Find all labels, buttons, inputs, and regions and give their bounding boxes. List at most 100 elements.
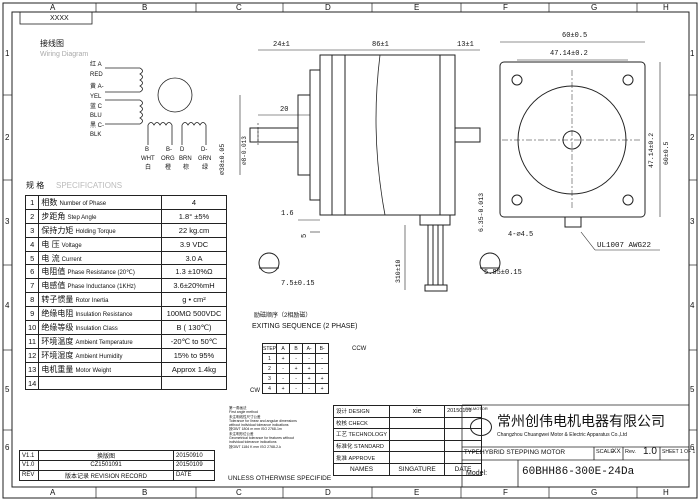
note-line: 按GB/T 1804 m mm ISO 2768-1m xyxy=(229,427,282,432)
note-line: Geometrical tolerance for features witho… xyxy=(229,436,294,441)
sequence-cell: - xyxy=(289,373,304,384)
sequence-ccw: CCW xyxy=(352,346,367,352)
spec-label: 电机重量 Motor Weight xyxy=(38,361,162,377)
sequence-cell: + xyxy=(289,363,304,374)
spec-num: 1 xyxy=(24,195,40,210)
sequence-cell: + xyxy=(276,353,291,364)
spec-label-cn: 步距角 xyxy=(41,211,66,221)
company-name-en: Changzhou Chuangwei Motor & Electric App… xyxy=(497,432,628,438)
dim-86: 86±1 xyxy=(372,41,389,49)
grid-row-2: 2 xyxy=(5,133,10,142)
std-label: STANDARD xyxy=(354,444,384,451)
grid-row-3-right: 3 xyxy=(690,217,695,226)
spec-label-en: Current xyxy=(61,256,82,263)
grid-col-e: E xyxy=(414,3,420,12)
wire-label-red-cn: 红 A xyxy=(90,62,102,68)
grid-col-f-bottom: F xyxy=(503,488,508,497)
grid-col-h: H xyxy=(663,3,669,12)
wire-letter-d-neg: D- xyxy=(201,147,208,153)
grid-row-1: 1 xyxy=(5,49,10,58)
dim-47-side: 47.14±0.2 xyxy=(648,132,655,168)
grid-row-6: 6 xyxy=(5,443,10,452)
spec-value: 3.0 A xyxy=(161,250,227,266)
dim-1-6: 1.6 xyxy=(281,210,294,218)
design-label: DESIGN xyxy=(348,409,370,416)
sequence-header: A xyxy=(276,343,291,354)
note-line: 未注明形位公差 xyxy=(229,431,254,436)
wire-label-blk: BLK xyxy=(90,132,102,138)
sequence-cell: 1 xyxy=(261,353,278,364)
company-logo xyxy=(470,418,492,436)
grid-col-d-bottom: D xyxy=(325,488,331,497)
wire-label-yel: YEL xyxy=(90,94,102,100)
shaft-sections xyxy=(258,252,501,274)
spec-num: 5 xyxy=(24,250,40,266)
spec-label: 步距角 Step Angle xyxy=(38,208,162,224)
approve-label-cn: 批准 xyxy=(336,455,348,462)
spec-title: 规 格 xyxy=(26,181,45,190)
grid-col-f: F xyxy=(503,3,508,12)
check-label: CHECK xyxy=(348,420,368,427)
spec-title-en: SPECIFICATIONS xyxy=(56,181,123,190)
spec-label-en: Ambient Humidity xyxy=(75,353,123,360)
note-line: 未注明线性尺寸公差 xyxy=(229,414,261,419)
spec-label: 环境湿度 Ambient Humidity xyxy=(38,347,162,363)
dim-24: 24±1 xyxy=(273,41,290,49)
rev-label: Rev. xyxy=(625,449,636,455)
spec-num: 13 xyxy=(24,361,40,377)
dim-holes: 4-⌀4.5 xyxy=(508,231,534,239)
rev-0: V1.0 xyxy=(19,460,39,471)
spec-value: 1.8° ±5% xyxy=(161,208,227,224)
sequence-header: STEP xyxy=(261,343,278,354)
approve-label: APPROVE xyxy=(348,455,376,462)
sequence-row: 1+--- xyxy=(261,353,330,364)
spec-label: 电感值 Phase Inductance (1KHz) xyxy=(38,278,162,294)
grid-col-h-bottom: H xyxy=(663,488,669,497)
spec-label-en: Insulation Resistance xyxy=(75,312,133,319)
sequence-cell: - xyxy=(289,353,304,364)
grid-col-b: B xyxy=(142,3,148,12)
company-logo-text: CW-MOTOR xyxy=(465,406,488,411)
wiring-title: 接线图 xyxy=(40,39,64,48)
spec-label-en: Number of Phase xyxy=(59,200,107,207)
dim-60-top: 60±0.5 xyxy=(562,32,588,40)
grid-row-3: 3 xyxy=(5,217,10,226)
dim-6-35: 6.35-0.013 xyxy=(478,192,485,232)
spec-value: 22 kg.cm xyxy=(161,222,227,238)
rev-value: 1.0 xyxy=(643,446,657,457)
sequence-row: 4+--+ xyxy=(261,383,330,394)
dim-dia38: ⌀38±0.05 xyxy=(219,143,226,175)
grid-col-a: A xyxy=(50,3,56,12)
sequence-cell: 3 xyxy=(261,373,278,384)
sequence-title-cn: 励磁顺序（2相励磁） xyxy=(254,313,312,319)
wire-code-wht: WHT xyxy=(141,156,155,162)
model-value: 60BHH86-300E-24Da xyxy=(522,466,635,478)
note-line: without individual tolerance indications xyxy=(229,423,289,428)
note-line: individual tolerance indications xyxy=(229,440,277,445)
grid-row-6-right: 6 xyxy=(690,443,695,452)
scale-value: XX xyxy=(612,448,621,455)
spec-label-cn: 环境温度 xyxy=(41,336,74,346)
tech-label-cn: 工艺 xyxy=(336,432,348,439)
spec-label-en: Phase Resistance (20℃) xyxy=(67,270,135,277)
type-value: HYBRID STEPPING MOTOR xyxy=(480,449,566,456)
dim-60-side: 60±0.5 xyxy=(663,141,670,165)
spec-label: 电 压 Voltage xyxy=(38,236,162,252)
spec-row: 14 xyxy=(24,375,227,391)
wire-label-yel-cn: 黄 A- xyxy=(90,84,104,90)
spec-num: 3 xyxy=(24,222,40,238)
spec-label-cn: 绝缘电阻 xyxy=(41,309,74,319)
grid-row-4: 4 xyxy=(5,301,10,310)
wire-code-brn: BRN xyxy=(179,156,192,162)
sequence-cell: - xyxy=(302,383,317,394)
sequence-title: EXITING SEQUENCE (2 PHASE) xyxy=(252,323,358,330)
